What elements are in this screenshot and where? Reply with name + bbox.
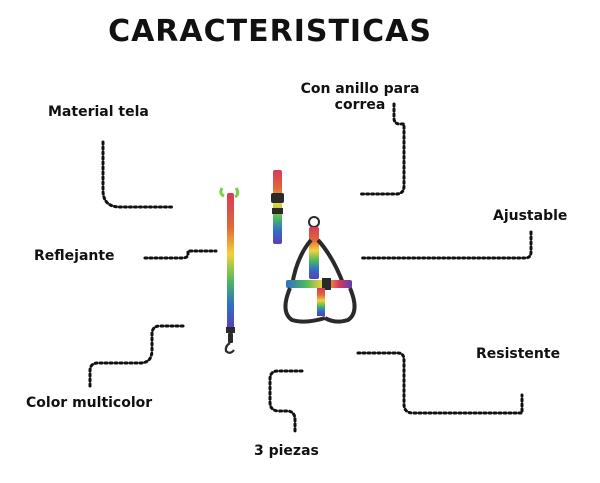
feature-resistente-label: Resistente <box>476 346 561 362</box>
leash-strap-image <box>219 187 240 354</box>
connector-resistente <box>356 351 524 415</box>
harness-image <box>283 216 357 324</box>
feature-ajustable-label: Ajustable <box>493 208 568 224</box>
feature-anillo-line2: correa <box>334 97 386 113</box>
connector-ajustable <box>358 230 533 260</box>
page-title: CARACTERISTICAS <box>108 14 432 49</box>
feature-anillo-label: Con anillo para correa <box>300 81 420 113</box>
feature-reflejante-label: Reflejante <box>34 248 115 264</box>
feature-color-label: Color multicolor <box>26 395 153 411</box>
feature-material-label: Material tela <box>48 104 149 120</box>
connector-reflejante <box>143 249 218 260</box>
feature-anillo-line1: Con anillo para <box>300 81 420 97</box>
collar-strap-image <box>271 170 284 244</box>
connector-piezas <box>268 369 304 435</box>
connector-color <box>88 324 185 388</box>
connector-material <box>101 140 175 209</box>
connector-anillo <box>358 102 406 196</box>
feature-piezas-label: 3 piezas <box>254 443 319 459</box>
